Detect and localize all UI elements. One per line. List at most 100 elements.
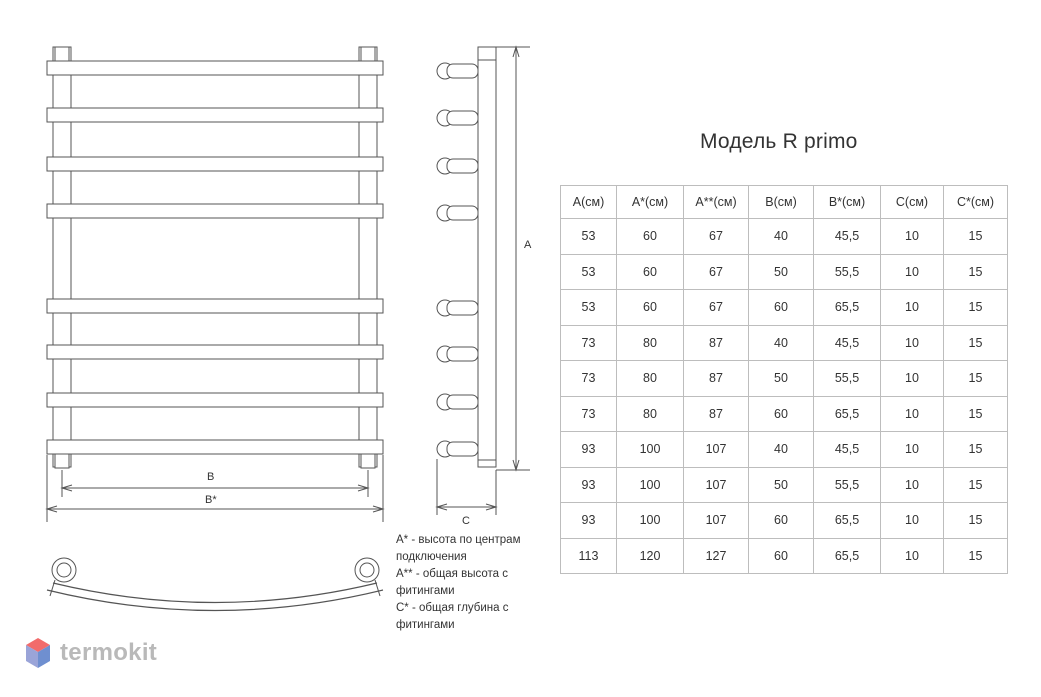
spec-table: A(см) A*(см) A**(см) B(см) B*(см) C(см) … [560, 185, 1008, 574]
table-cell: 100 [616, 431, 684, 468]
table-cell: 50 [748, 360, 814, 397]
table-cell: 65,5 [813, 395, 881, 432]
table-cell: 10 [880, 395, 944, 432]
table-cell: 67 [683, 218, 749, 255]
bar [46, 107, 384, 123]
table-cell: 10 [880, 253, 944, 290]
table-cell: 45,5 [813, 431, 881, 468]
column-header: B*(см) [813, 185, 881, 219]
table-cell: 67 [683, 253, 749, 290]
top-view [46, 557, 384, 612]
note-a-double-star: A** - общая высота с фитингами [396, 568, 508, 597]
table-cell: 15 [943, 395, 1008, 432]
table-cell: 73 [560, 360, 617, 397]
table-cell: 87 [683, 324, 749, 361]
table-cell: 10 [880, 431, 944, 468]
table-cell: 65,5 [813, 502, 881, 539]
table-cell: 10 [880, 360, 944, 397]
table-cell: 10 [880, 502, 944, 539]
table-cell: 10 [880, 324, 944, 361]
label-a: A [524, 239, 532, 251]
bar [46, 203, 384, 219]
table-cell: 113 [560, 537, 617, 574]
column-header: A*(см) [616, 185, 684, 219]
table-cell: 120 [616, 537, 684, 574]
bar [46, 156, 384, 172]
table-cell: 10 [880, 218, 944, 255]
table-cell: 15 [943, 324, 1008, 361]
table-header-row: A(см) A*(см) A**(см) B(см) B*(см) C(см) … [560, 185, 1008, 219]
side-view [435, 45, 530, 515]
table-cell: 60 [748, 502, 814, 539]
table-cell: 40 [748, 431, 814, 468]
bar [46, 392, 384, 408]
table-cell: 60 [616, 218, 684, 255]
table-cell: 53 [560, 253, 617, 290]
table-cell: 55,5 [813, 253, 881, 290]
label-c: C [462, 515, 470, 527]
table-cell: 40 [748, 218, 814, 255]
table-cell: 45,5 [813, 218, 881, 255]
side-collector [477, 46, 497, 468]
bar [46, 298, 384, 314]
logo-text: termokit [60, 639, 158, 666]
table-cell: 60 [748, 537, 814, 574]
table-cell: 65,5 [813, 537, 881, 574]
table-cell: 15 [943, 537, 1008, 574]
table-cell: 50 [748, 466, 814, 503]
table-cell: 67 [683, 289, 749, 326]
bar [46, 60, 384, 76]
table-cell: 50 [748, 253, 814, 290]
column-header: C(см) [880, 185, 944, 219]
table-cell: 87 [683, 360, 749, 397]
table-cell: 80 [616, 360, 684, 397]
table-cell: 100 [616, 502, 684, 539]
page-title: Модель R primo [700, 130, 858, 153]
table-cell: 60 [748, 289, 814, 326]
table-cell: 73 [560, 324, 617, 361]
table-cell: 10 [880, 537, 944, 574]
table-cell: 127 [683, 537, 749, 574]
column-header: B(см) [748, 185, 814, 219]
table-cell: 73 [560, 395, 617, 432]
front-view [45, 46, 385, 522]
termokit-logo: termokit [24, 633, 157, 673]
column-header: C*(см) [943, 185, 1008, 219]
label-b: B [207, 471, 215, 483]
table-cell: 10 [880, 466, 944, 503]
table-cell: 60 [616, 253, 684, 290]
table-cell: 93 [560, 502, 617, 539]
table-cell: 15 [943, 289, 1008, 326]
table-cell: 107 [683, 502, 749, 539]
table-cell: 93 [560, 466, 617, 503]
table-cell: 53 [560, 289, 617, 326]
column-header: A**(см) [683, 185, 749, 219]
note-c-star: C* - общая глубина с фитингами [396, 602, 509, 631]
table-cell: 55,5 [813, 360, 881, 397]
table-cell: 15 [943, 431, 1008, 468]
table-cell: 15 [943, 360, 1008, 397]
bar [46, 344, 384, 360]
table-cell: 45,5 [813, 324, 881, 361]
legend-notes: A* - высота по центрам подключения A** -… [396, 532, 556, 634]
table-cell: 93 [560, 431, 617, 468]
table-cell: 15 [943, 253, 1008, 290]
towel-bars [46, 60, 384, 455]
note-a-star: A* - высота по центрам подключения [396, 534, 521, 563]
table-cell: 15 [943, 466, 1008, 503]
table-cell: 40 [748, 324, 814, 361]
table-cell: 55,5 [813, 466, 881, 503]
side-bar-ends [436, 62, 479, 458]
